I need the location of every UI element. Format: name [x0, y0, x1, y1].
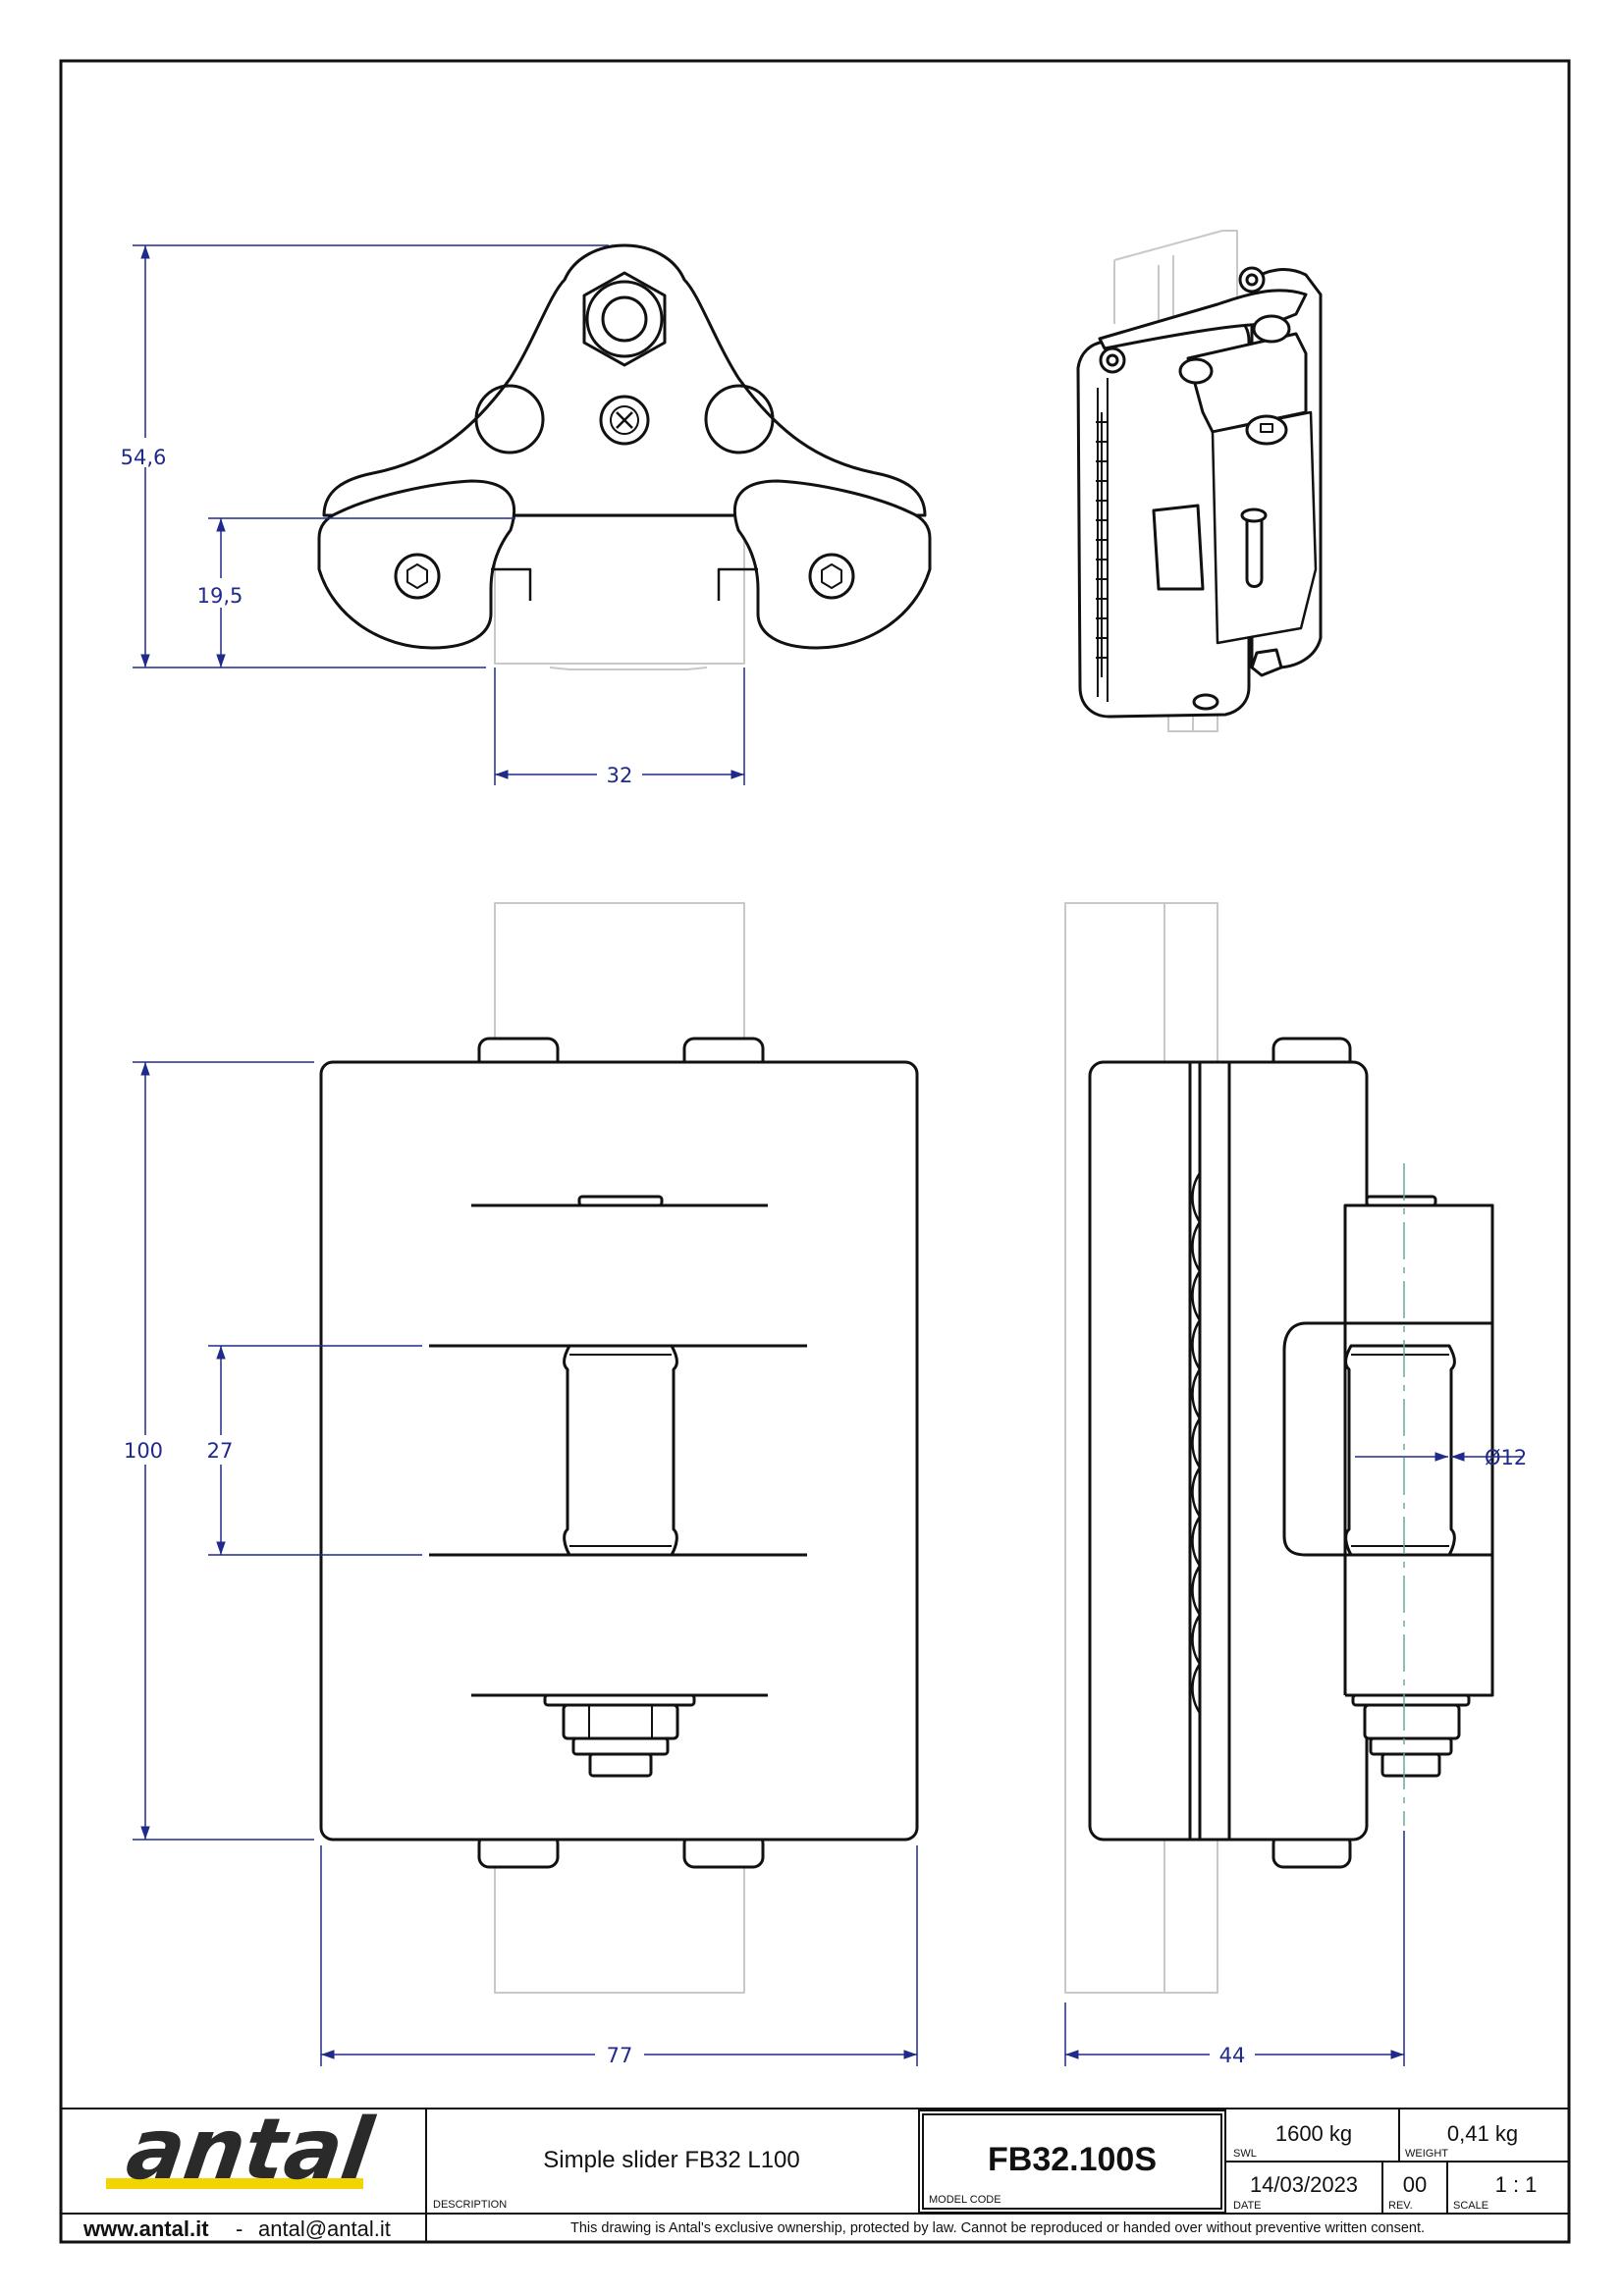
top-cap: [577, 1195, 664, 1207]
iso-roller-column: [1096, 412, 1108, 677]
dim-height-total: 54,6: [121, 446, 167, 469]
iso-front-bolt: [1099, 347, 1126, 374]
dim-diameter: Ø12: [1485, 1446, 1527, 1469]
iso-pin: [1245, 515, 1264, 588]
model-code-value: FB32.100S: [988, 2141, 1157, 2178]
sheet-frame: [59, 59, 1571, 2244]
legal-notice: This drawing is Antal's exclusive owners…: [570, 2220, 1425, 2236]
slider-body-outline: [322, 243, 927, 517]
model-code-label: MODEL CODE: [929, 2194, 1001, 2206]
front-view: [319, 902, 919, 1994]
dim-height-front: 100: [124, 1439, 163, 1463]
contact-web: www.antal.it: [82, 2216, 209, 2241]
scale-value: 1 : 1: [1495, 2172, 1538, 2197]
iso-right-stud: [1252, 314, 1291, 344]
weight-label: WEIGHT: [1405, 2148, 1448, 2160]
dim-height-lower: 19,5: [197, 584, 243, 608]
dim-width-top: 32: [607, 764, 633, 787]
description-value: Simple slider FB32 L100: [543, 2147, 799, 2173]
date-label: DATE: [1233, 2200, 1262, 2212]
title-block: [61, 2108, 1569, 2242]
central-roller: [563, 1344, 678, 1557]
roller-arcs: [1191, 1172, 1202, 1714]
center-screw: [599, 395, 650, 446]
rev-label: REV.: [1388, 2200, 1413, 2212]
iso-lock-disc: [1245, 414, 1288, 446]
iso-bottom-nut: [1250, 648, 1283, 677]
right-roller-hole: [704, 384, 775, 454]
contact-separator: -: [236, 2216, 243, 2241]
swl-label: SWL: [1233, 2148, 1257, 2160]
dim-width-side: 44: [1219, 2044, 1246, 2067]
shaft-inner: [601, 295, 648, 343]
description-label: DESCRIPTION: [433, 2199, 507, 2211]
dim-width-front: 77: [607, 2044, 633, 2067]
side-lock-nut: [1363, 1703, 1461, 1740]
left-bolt: [394, 553, 441, 600]
roller-strip: [1198, 1060, 1231, 1842]
contact-email: antal@antal.it: [258, 2216, 391, 2241]
brand-wordmark: antal: [121, 2101, 379, 2199]
antal-logo: antal: [106, 2101, 379, 2199]
weight-value: 0,41 kg: [1447, 2121, 1518, 2146]
nut-bottom: [571, 1736, 670, 1756]
right-bolt: [808, 553, 855, 600]
side-shaft: [1344, 1344, 1456, 1557]
ghost-rail-profile: [494, 515, 745, 670]
isometric-view: [1076, 230, 1323, 732]
swl-value: 1600 kg: [1275, 2121, 1352, 2146]
bolt-end: [588, 1752, 653, 1778]
left-roller-hole: [474, 384, 545, 454]
end-view: [317, 243, 932, 670]
iso-top-bolt: [1238, 266, 1266, 294]
iso-left-stud: [1178, 357, 1214, 385]
shaft-outer: [585, 280, 664, 358]
scale-label: SCALE: [1453, 2200, 1488, 2212]
side-view: [1064, 902, 1494, 1994]
lock-nut: [562, 1703, 679, 1740]
rev-value: 00: [1403, 2172, 1427, 2197]
date-value: 14/03/2023: [1250, 2172, 1358, 2197]
dim-shaft-spacing: 27: [207, 1439, 234, 1463]
